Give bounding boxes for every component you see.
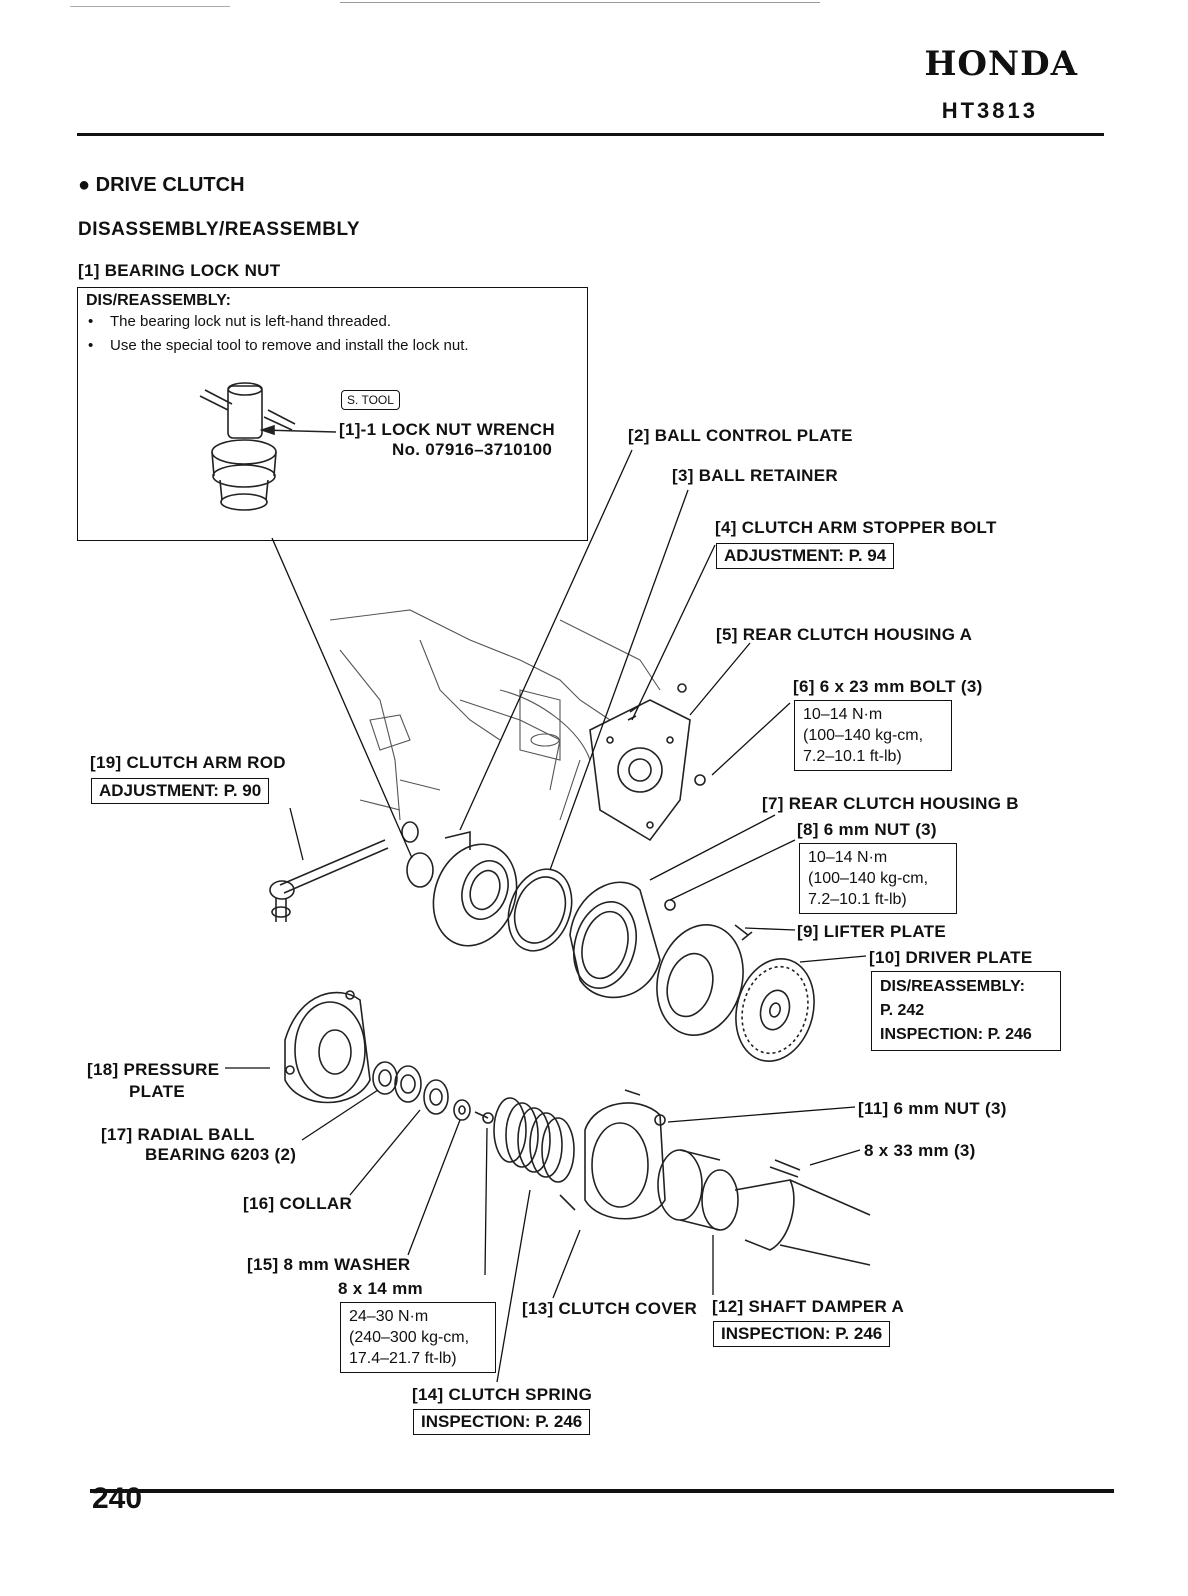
bearing-stack-drawing [372, 1061, 494, 1124]
part-19-label: [19] CLUTCH ARM ROD [90, 753, 286, 772]
driver-plate-drawing [735, 958, 815, 1062]
note-bullet: •The bearing lock nut is left-hand threa… [88, 313, 392, 330]
part-15-torque-box: 24–30 N·m (240–300 kg-cm, 17.4–21.7 ft-l… [340, 1302, 496, 1373]
part-4-label: [4] CLUTCH ARM STOPPER BOLT [715, 518, 997, 537]
model-number: HT3813 [941, 98, 1038, 123]
bolt-size-label: 8 x 33 mm (3) [864, 1141, 976, 1160]
header-rule [77, 133, 1104, 136]
part-4-adjustment-box: ADJUSTMENT: P. 94 [716, 543, 895, 569]
part-11-label: [11] 6 mm NUT (3) [858, 1099, 1007, 1118]
tool-number: No. 07916–3710100 [392, 440, 553, 459]
footer-rule [90, 1489, 1114, 1493]
rear-clutch-housing-a-drawing [589, 683, 706, 842]
part-17-label-line2: BEARING 6203 (2) [145, 1145, 297, 1164]
rear-clutch-housing-b-drawing [569, 881, 676, 999]
leader-lines [225, 449, 867, 1383]
part-6-label: [6] 6 x 23 mm BOLT (3) [793, 677, 983, 696]
lock-nut-wrench-drawing [199, 382, 337, 511]
clutch-spring-drawing [493, 1097, 575, 1183]
part-15-size: 8 x 14 mm [338, 1279, 423, 1298]
part-5-label: [5] REAR CLUTCH HOUSING A [716, 625, 973, 644]
note-bullet: •Use the special tool to remove and inst… [88, 337, 469, 354]
part-18-label-line2: PLATE [129, 1082, 185, 1101]
part-8-torque-box: 10–14 N·m (100–140 kg-cm, 7.2–10.1 ft-lb… [799, 843, 957, 914]
section-title: ● DRIVE CLUTCH [78, 174, 245, 196]
part-10-label: [10] DRIVER PLATE [869, 948, 1033, 967]
part-18-label: [18] PRESSURE [87, 1060, 220, 1079]
brand-logo: HONDA [924, 44, 1078, 84]
top-scan-line [70, 6, 230, 7]
part-19-adjustment-box: ADJUSTMENT: P. 90 [91, 778, 270, 804]
part-14-inspection-box: INSPECTION: P. 246 [413, 1409, 591, 1435]
ball-control-plate-drawing [401, 821, 573, 952]
part-1-label: [1] BEARING LOCK NUT [78, 261, 281, 280]
part-12-label: [12] SHAFT DAMPER A [712, 1297, 905, 1316]
part-8-label: [8] 6 mm NUT (3) [797, 820, 937, 839]
part-15-label: [15] 8 mm WASHER [247, 1255, 411, 1274]
note-title: DIS/REASSEMBLY: [86, 292, 231, 309]
part-13-label: [13] CLUTCH COVER [522, 1299, 698, 1318]
tool-name: [1]-1 LOCK NUT WRENCH [339, 420, 555, 439]
special-tool-badge: S. TOOL [341, 390, 400, 410]
part-6-torque-box: 10–14 N·m (100–140 kg-cm, 7.2–10.1 ft-lb… [794, 700, 952, 771]
pressure-plate-drawing [284, 990, 371, 1104]
note-box [77, 287, 588, 541]
part-17-label: [17] RADIAL BALL [101, 1125, 255, 1144]
top-scan-line [340, 2, 820, 3]
part-7-label: [7] REAR CLUTCH HOUSING B [762, 794, 1019, 813]
part-2-label: [2] BALL CONTROL PLATE [628, 426, 853, 445]
part-3-label: [3] BALL RETAINER [672, 466, 838, 485]
subheading: DISASSEMBLY/REASSEMBLY [78, 219, 360, 240]
clutch-arm-rod-drawing [269, 839, 389, 922]
shaft-damper-drawing [657, 1149, 871, 1266]
part-14-label: [14] CLUTCH SPRING [412, 1385, 593, 1404]
part-10-info-box: DIS/REASSEMBLY: P. 242 INSPECTION: P. 24… [871, 971, 1061, 1051]
clutch-cover-drawing [559, 1089, 666, 1220]
lifter-plate-drawing [656, 924, 753, 1036]
page-number: 240 [92, 1482, 143, 1515]
part-16-label: [16] COLLAR [243, 1194, 353, 1213]
frame-sketch [329, 609, 661, 821]
part-9-label: [9] LIFTER PLATE [797, 922, 946, 941]
part-12-inspection-box: INSPECTION: P. 246 [713, 1321, 891, 1347]
